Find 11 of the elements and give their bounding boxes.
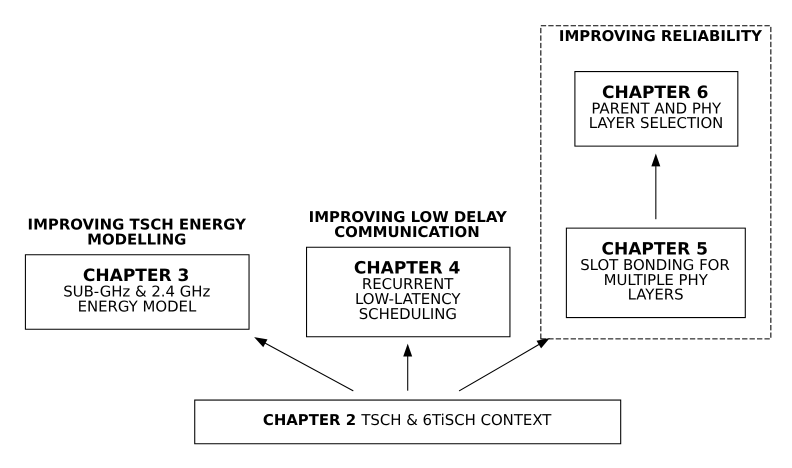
- arrow: [403, 343, 412, 390]
- node-label: IMPROVING TSCH ENERGY MODELLING: [28, 214, 246, 248]
- arrow: [651, 153, 660, 219]
- arrow: [254, 336, 354, 391]
- node-box: CHAPTER 4 RECURRENT LOW-LATENCY SCHEDULING: [306, 246, 510, 337]
- node-box: CHAPTER 3 SUB-GHz & 2.4 GHz ENERGY MODEL: [24, 254, 250, 330]
- arrow: [458, 338, 550, 391]
- node-box: CHAPTER 5 SLOT BONDING FOR MULTIPLE PHY LAYERS: [566, 227, 746, 318]
- node-label: IMPROVING LOW DELAY COMMUNICATION: [308, 207, 507, 240]
- node-box: CHAPTER 2 TSCH & 6TiSCH CONTEXT: [194, 399, 622, 444]
- node-box: CHAPTER 6 PARENT AND PHY LAYER SELECTION: [574, 70, 738, 146]
